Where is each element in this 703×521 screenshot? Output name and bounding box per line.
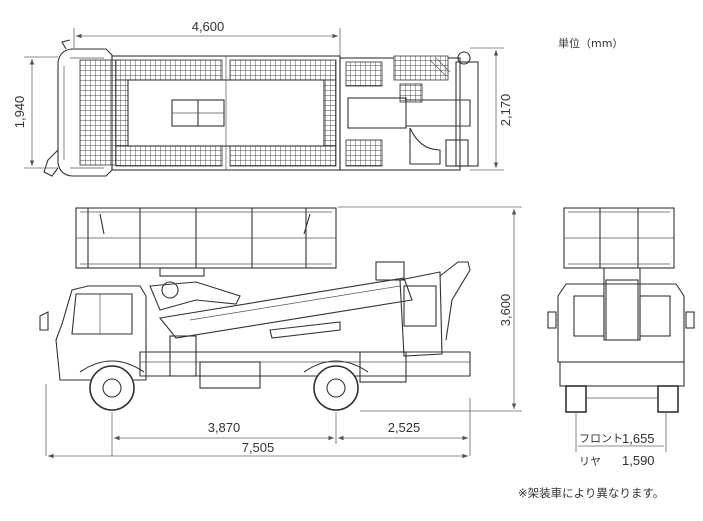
tread-front-value: 1,655 (622, 431, 655, 446)
side-view (39, 207, 471, 411)
front-wheel (89, 365, 135, 411)
tread-rear-value: 1,590 (622, 453, 655, 468)
top-cab-width-label: 1,940 (12, 96, 27, 129)
length-dimensions: 3,870 2,525 7,505 (45, 384, 471, 459)
top-cab-mesh (79, 59, 121, 166)
rear-overhang-label: 2,525 (388, 420, 421, 435)
tread-front-label: フロント (579, 432, 623, 445)
rear-wheel (313, 365, 359, 411)
top-overall-width-label: 2,170 (498, 94, 513, 127)
top-cab-width-dimension: 1,940 (12, 56, 58, 169)
top-overall-width-dimension: 2,170 (470, 47, 513, 171)
top-view (43, 39, 479, 177)
overall-length-label: 7,505 (242, 440, 275, 455)
overall-height-dimension: 3,600 (338, 206, 522, 412)
units-label: 単位（mm） (558, 36, 623, 50)
top-length-dimension: 4,600 (73, 19, 341, 56)
side-mirror-icon (39, 311, 49, 331)
side-boom (158, 277, 413, 339)
tread-dimensions: フロント 1,655 リヤ 1,590 (575, 412, 667, 468)
footnote: ※架装車により異なります。 (518, 486, 664, 500)
tread-rear-label: リヤ (579, 455, 601, 468)
rear-right-wheel (657, 385, 679, 413)
top-length-label: 4,600 (192, 19, 225, 34)
wheelbase-label: 3,870 (208, 420, 241, 435)
rear-view (547, 207, 695, 413)
rear-left-wheel (565, 385, 587, 413)
rear-cab (557, 283, 685, 363)
overall-height-label: 3,600 (498, 294, 513, 327)
mirror-icon (43, 149, 59, 177)
side-cab (55, 285, 147, 381)
